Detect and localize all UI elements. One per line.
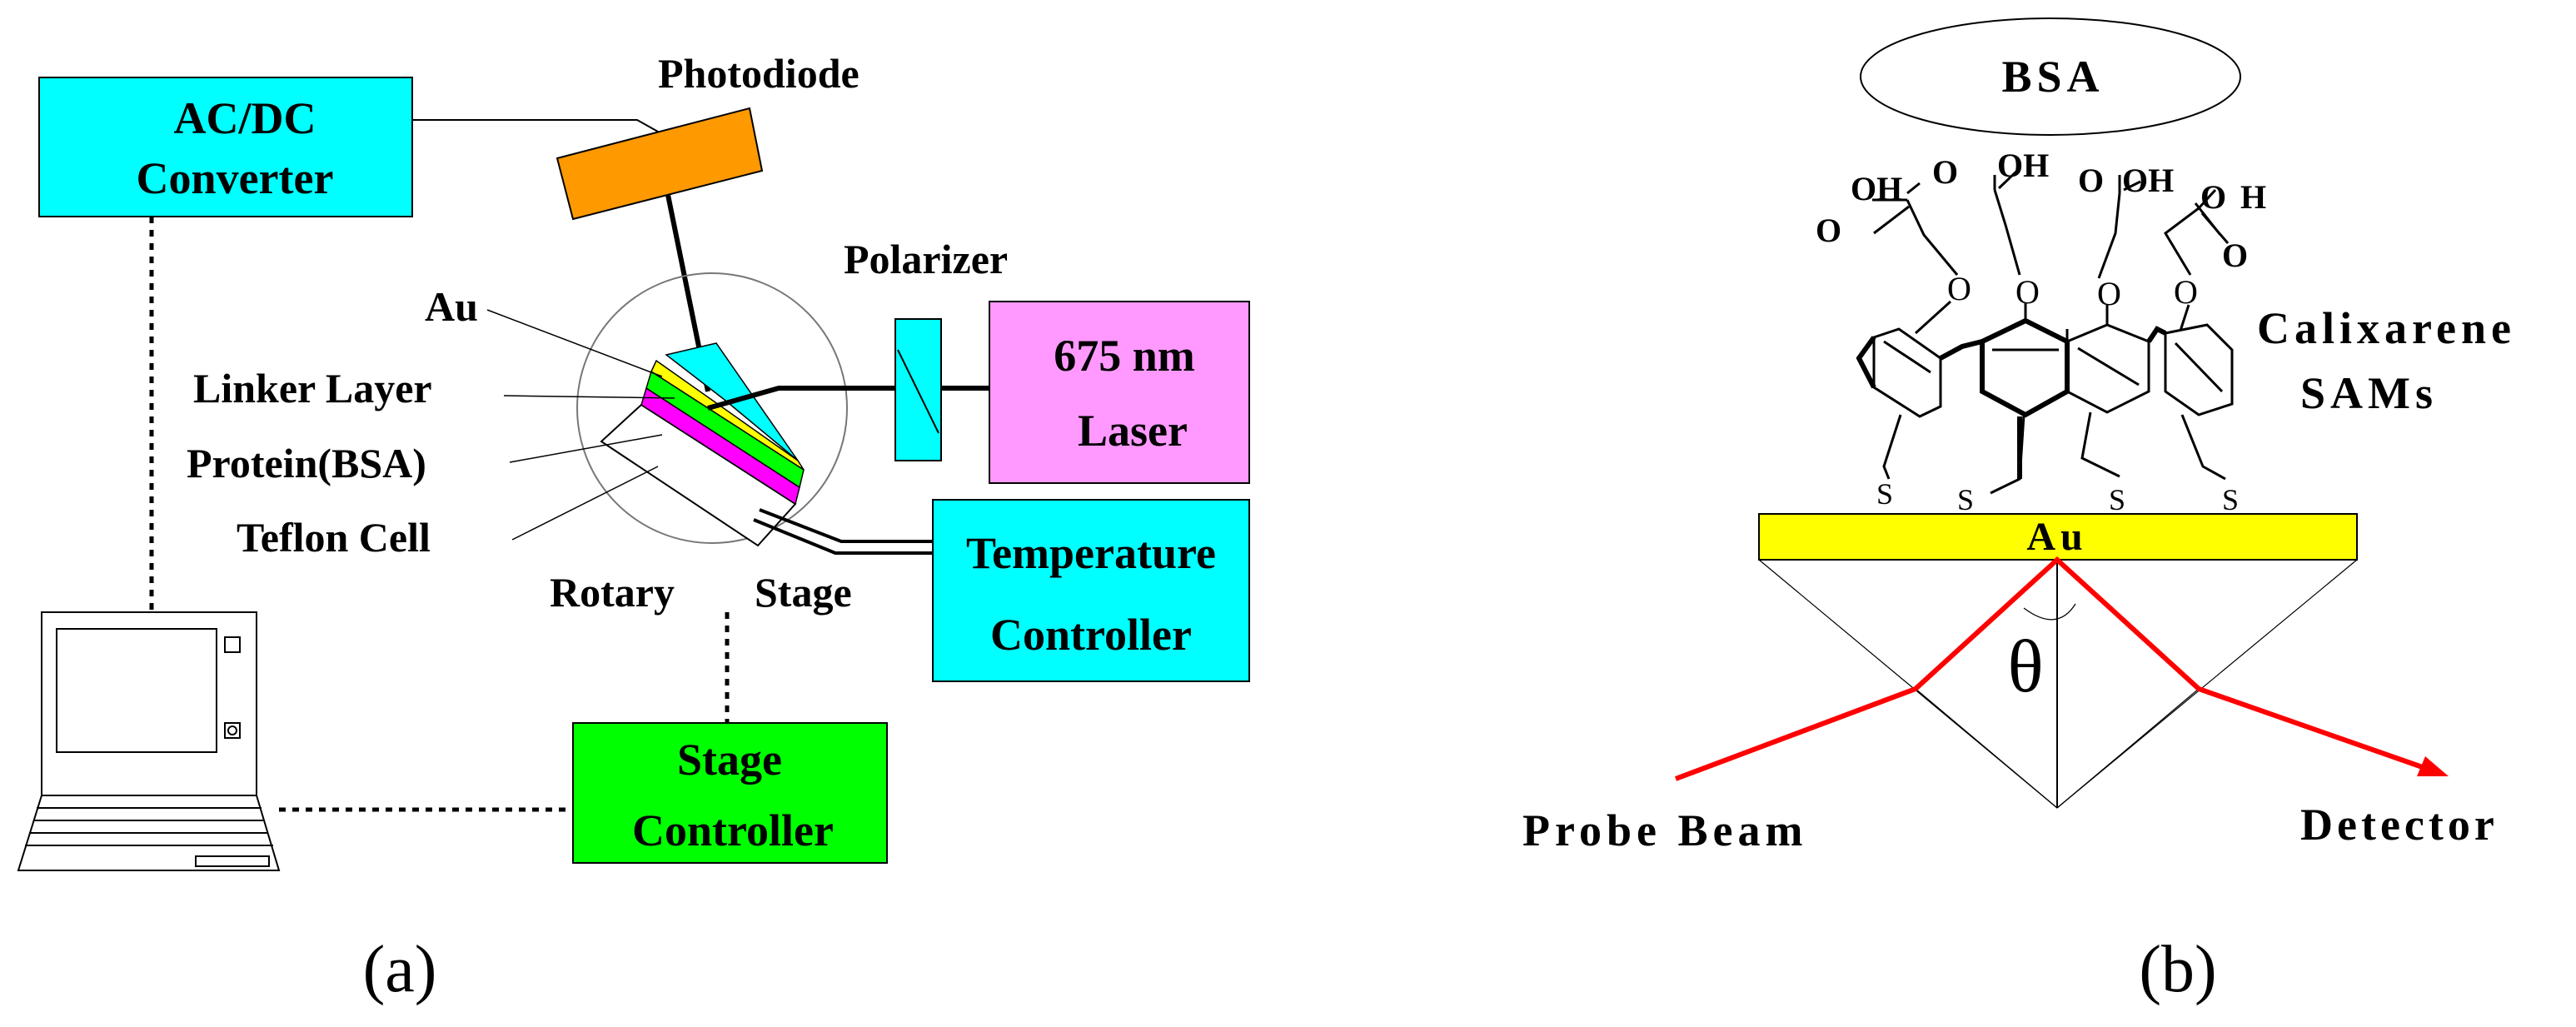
atom-s-1: S [1876,477,1893,511]
acdc-label-2: Converter [137,153,334,203]
atom-o-2: O [2015,273,2040,311]
sample-layers [600,359,805,547]
calixarene-label-2: SAMs [2300,368,2438,418]
atom-s-2: S [1957,483,1974,516]
probe-beam-path [1674,556,2449,781]
temp-tube-2 [753,518,933,555]
temperature-label-1: Temperature [966,528,1216,578]
atom-oh-1: OH [1851,170,1902,207]
atom-o-1: O [1947,270,1971,307]
photodiode-label: Photodiode [658,50,859,97]
stage-controller: Stage Controller [572,722,888,864]
polarizer-label: Polarizer [844,236,1008,282]
caption-a: (a) [363,933,437,1006]
stage-controller-label-1: Stage [677,735,782,785]
panel-b: BSA [1522,17,2516,1006]
atom-o-3: O [2097,275,2121,312]
label-protein: Protein(BSA) [187,440,426,486]
atom-s-4: S [2222,483,2239,516]
temperature-label-2: Controller [990,610,1192,660]
stage-controller-label-2: Controller [632,805,834,855]
laser-label-1: 675 nm [1054,331,1195,381]
atom-o-5: O [1816,212,1841,249]
polarizer: Polarizer [844,236,1008,461]
theta-symbol: θ [2007,626,2043,708]
label-rotary: Rotary [550,569,675,616]
atom-o-4: O [2174,273,2198,311]
temp-tube-1 [759,508,933,543]
label-linker: Linker Layer [193,365,432,411]
bsa-ellipse: BSA [1860,17,2241,136]
laser-label-2: Laser [1078,406,1188,456]
layer-labels: Au Linker Layer Protein(BSA) Teflon Cell [187,283,675,561]
gold-layer: Au [1758,513,2358,561]
rotary-stage-circle [576,272,848,544]
label-stage: Stage [755,569,852,616]
acdc-converter: AC/DC Converter [38,77,413,217]
label-teflon: Teflon Cell [237,514,431,561]
caption-b: (b) [2139,933,2216,1006]
atom-h-1: H [2240,178,2266,216]
laser: 675 nm Laser [989,301,1250,484]
gold-label: Au [2026,515,2087,559]
calixarene-molecule [1856,169,2234,495]
probe-beam-label: Probe Beam [1522,805,1807,855]
atom-oh-3: OH [2122,162,2174,199]
atom-o-6: O [1932,153,1958,191]
detector-label: Detector [2300,800,2499,850]
atom-o-8: O [2200,178,2226,216]
acdc-label-1: AC/DC [174,93,316,143]
laptop-icon [17,611,281,871]
panel-a: AC/DC Converter Photodiode Pol [17,50,1250,1006]
atom-labels: O O O O O OH O OH O OH O H O S S S S [1816,147,2266,516]
label-au: Au [425,283,478,330]
atom-s-3: S [2109,483,2125,516]
acdc-photodiode-wire [412,119,659,132]
atom-oh-2: OH [1997,147,2049,184]
temperature-controller: Temperature Controller [932,499,1250,682]
atom-o-7: O [2078,162,2104,199]
photodiode: Photodiode [556,50,859,221]
bsa-label: BSA [2001,52,2104,102]
calixarene-label-1: Calixarene [2257,303,2516,353]
prism-b [1758,559,2358,809]
atom-o-9: O [2222,237,2248,274]
